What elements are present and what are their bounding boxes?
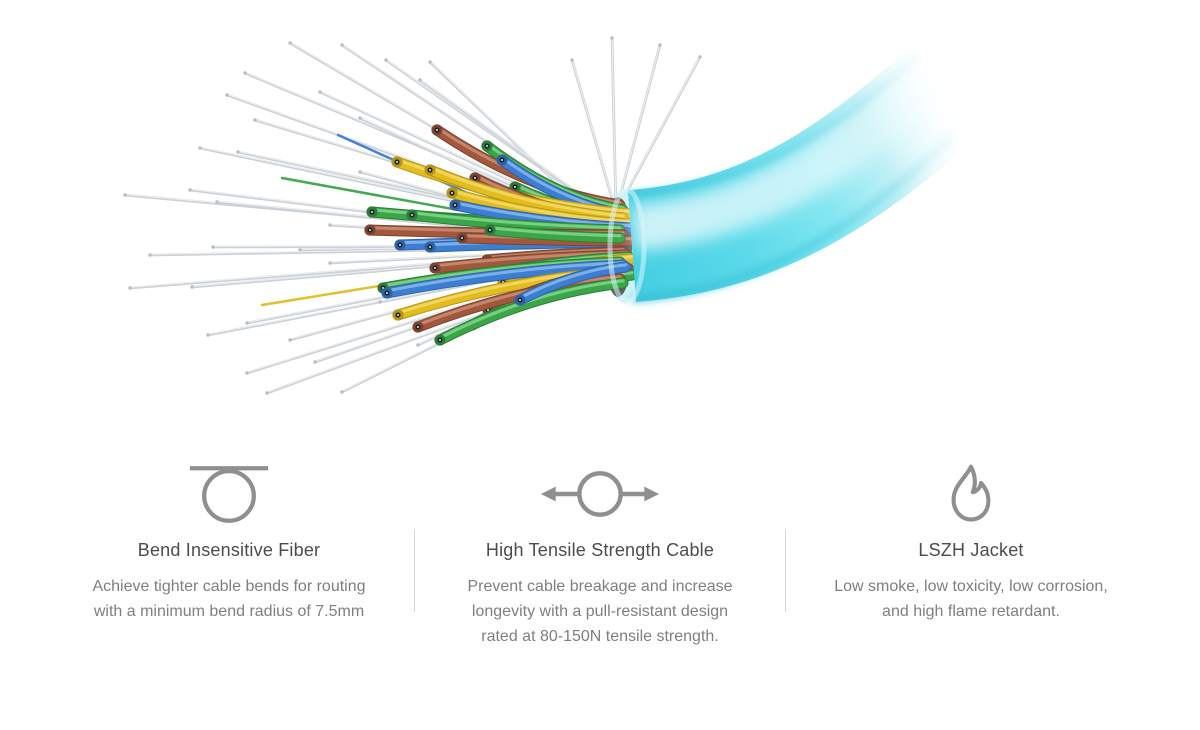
feature-description: Achieve tighter cable bends for routing … [92,578,366,620]
features-row: Bend Insensitive Fiber Achieve tighter c… [0,460,1200,649]
feature-title: High Tensile Strength Cable [485,540,715,560]
flame-icon [786,462,1156,526]
feature-lszh-jacket: LSZH Jacket Low smoke, low toxicity, low… [786,462,1156,624]
feature-description: Prevent cable breakage and increase long… [467,578,733,645]
bend-radius-icon [44,462,414,526]
jacket-opening-front-rim [607,187,647,305]
jacket-bottom-edge [631,132,956,304]
vertical-divider [785,530,786,612]
feature-bend-insensitive: Bend Insensitive Fiber Achieve tighter c… [44,462,414,624]
jacket-top-edge [631,45,931,197]
feature-description: Low smoke, low toxicity, low corrosion, … [834,578,1108,620]
tensile-strength-icon [415,462,785,526]
feature-title: LSZH Jacket [918,540,1024,560]
fiber-cable-illustration [123,36,986,395]
jacket-highlight [631,57,954,251]
feature-title: Bend Insensitive Fiber [137,540,321,560]
feature-high-tensile: High Tensile Strength Cable Prevent cabl… [415,462,785,649]
vertical-divider [414,530,415,612]
